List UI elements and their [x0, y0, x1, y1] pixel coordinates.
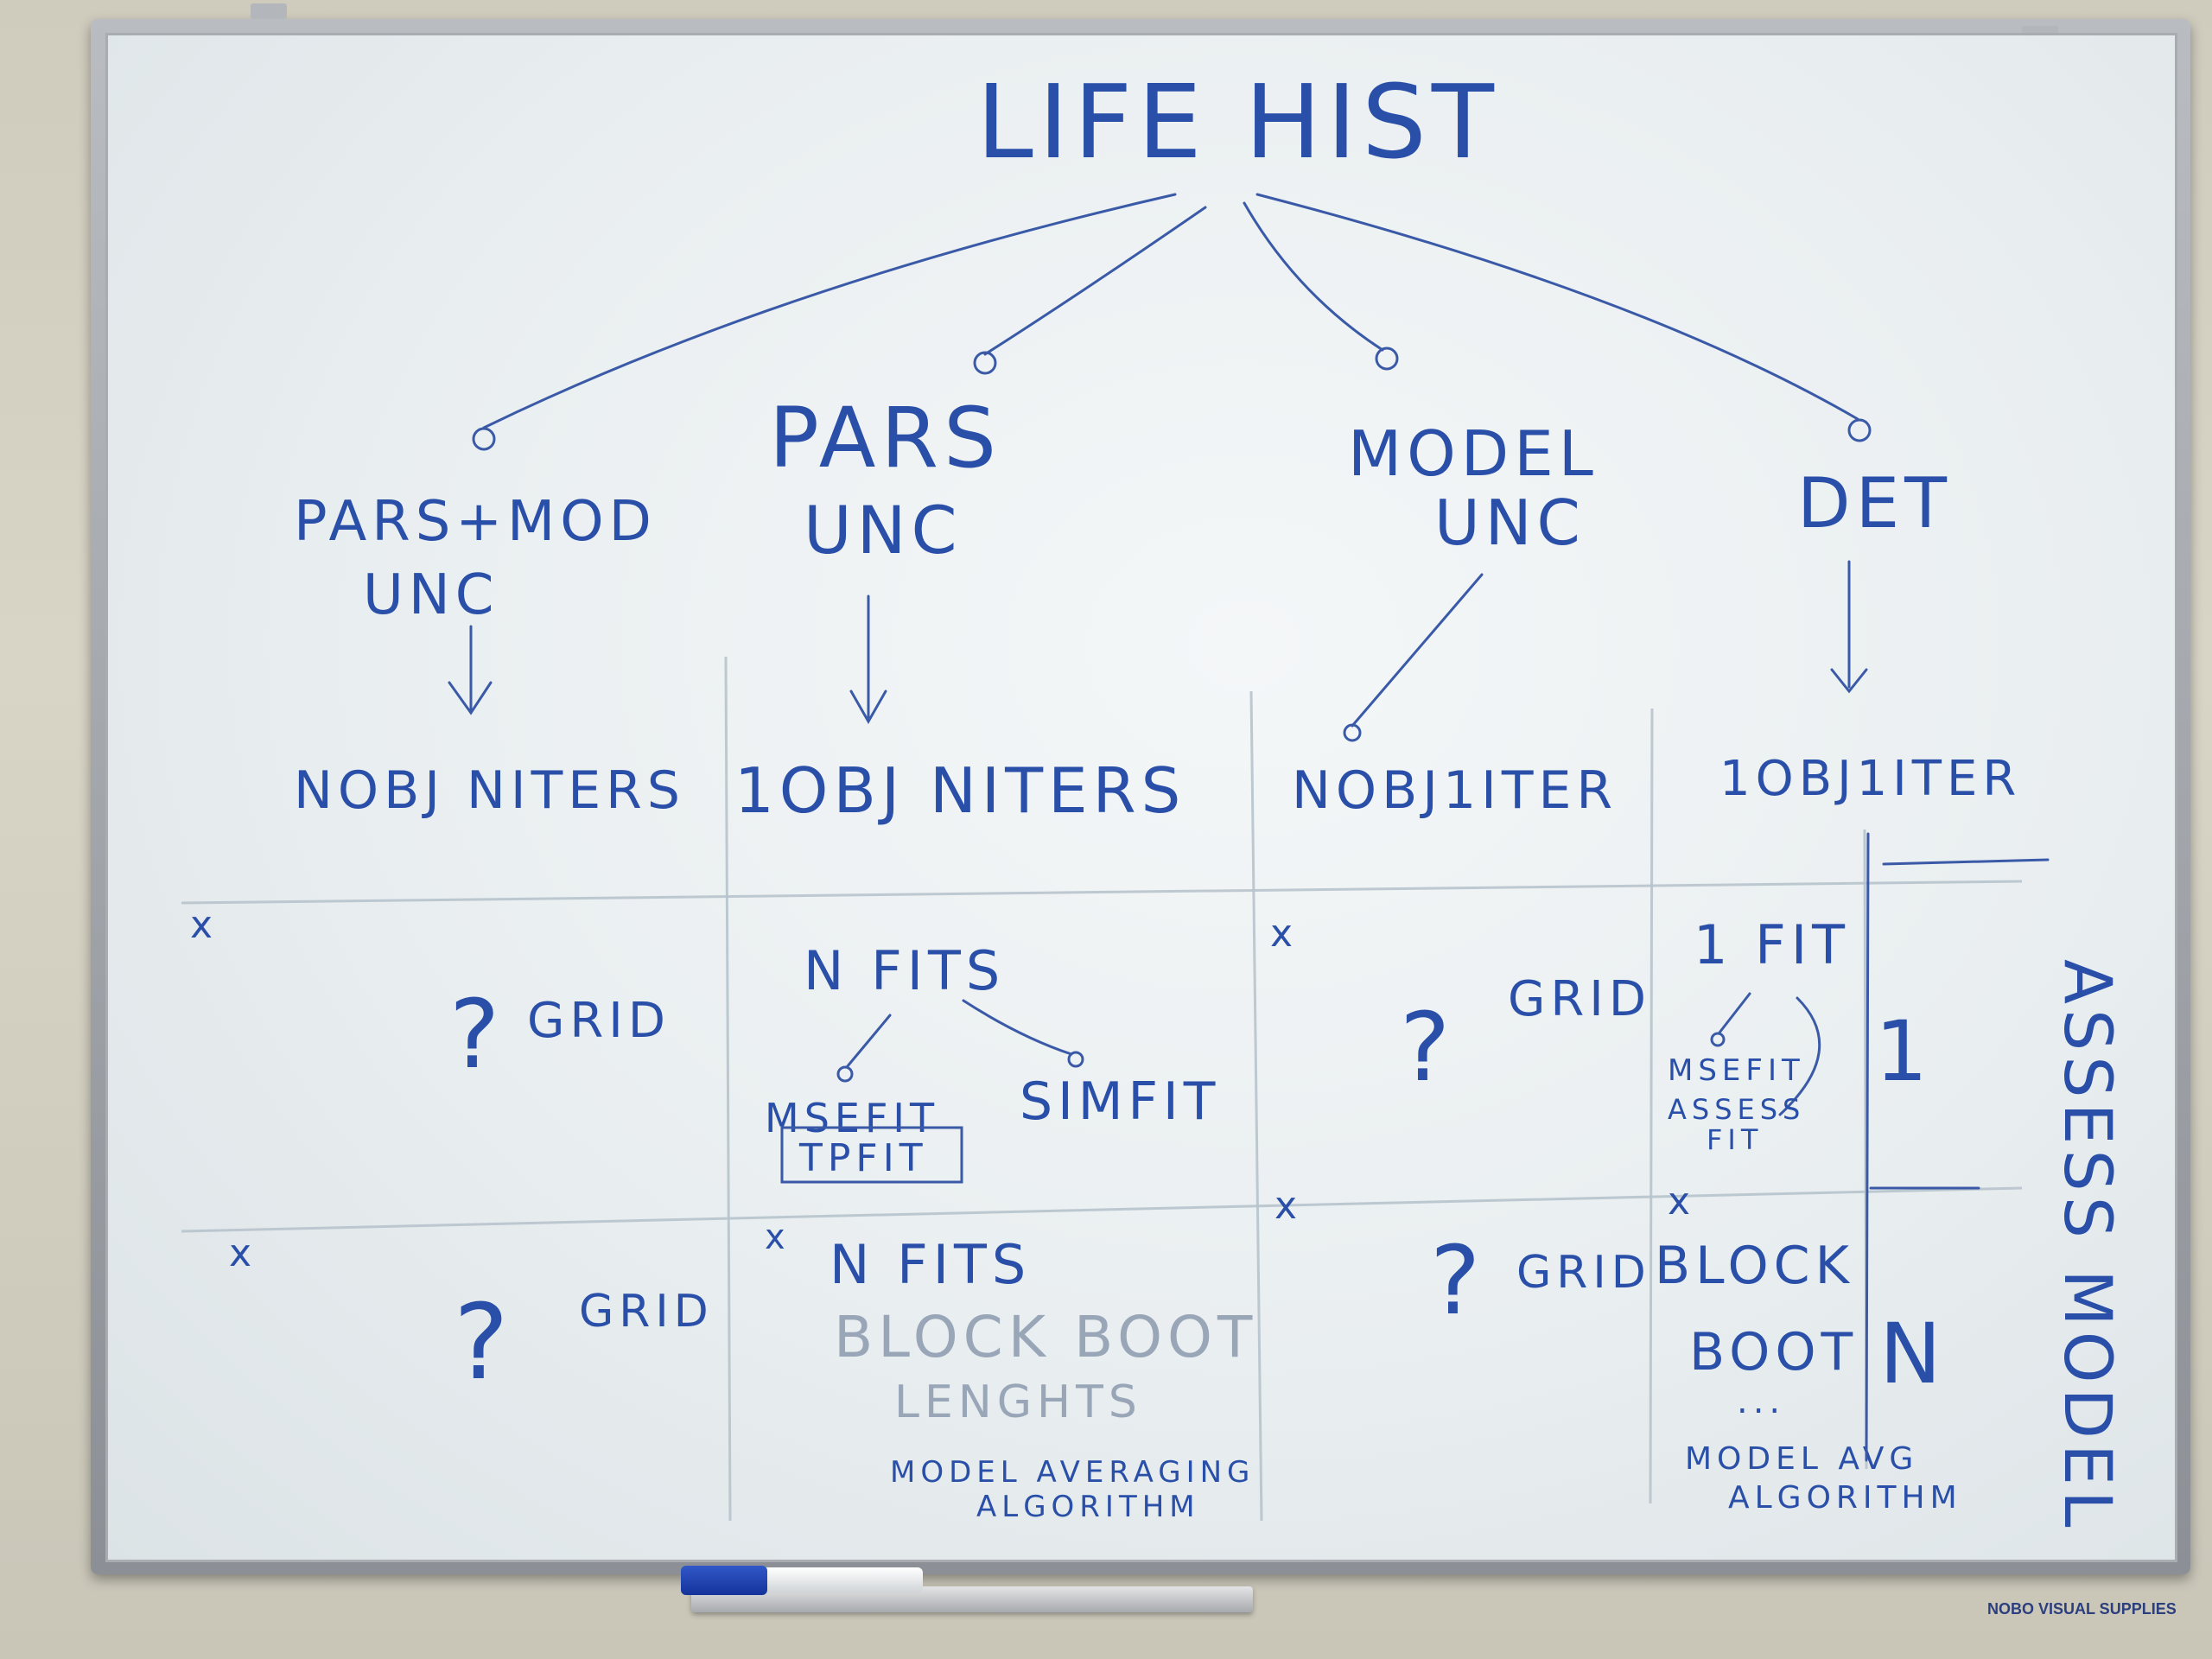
- cross-mark: x: [1668, 1179, 1695, 1224]
- nfits-arrows: [836, 999, 1084, 1083]
- cross-mark: x: [1270, 912, 1298, 956]
- cross-mark: x: [229, 1231, 257, 1275]
- assess-fit-label-2: FIT: [1707, 1123, 1763, 1156]
- grid-label: GRID: [579, 1286, 714, 1338]
- branch-4-title: DET: [1797, 463, 1952, 543]
- root-title: LIFE HIST: [976, 62, 1499, 181]
- msefit-label: MSEFIT: [765, 1095, 939, 1141]
- right-divider-vertical: [1865, 832, 1870, 1462]
- msefit-small-label: MSEFIT: [1668, 1053, 1805, 1088]
- question-mark: ?: [1400, 992, 1455, 1103]
- block-boot-label: BLOCK BOOT: [834, 1304, 1257, 1370]
- assess-arrow: [1778, 996, 1821, 1116]
- model-avg-algorithm-label: ALGORITHM: [1728, 1480, 1962, 1516]
- branch-3-title: MODEL: [1348, 417, 1599, 490]
- tpfit-box: [780, 1126, 963, 1184]
- question-mark: ?: [454, 1283, 514, 1403]
- grid-label: GRID: [1516, 1247, 1651, 1299]
- cross-mark: x: [190, 903, 218, 947]
- obj-3-label: NOBJ1ITER: [1292, 760, 1618, 821]
- one-fit-arrow: [1718, 992, 1751, 1034]
- cross-mark: x: [765, 1217, 791, 1257]
- simfit-label: SIMFIT: [1020, 1071, 1220, 1132]
- one-fit-label: 1 FIT: [1694, 913, 1850, 976]
- count-one: 1: [1875, 1003, 1933, 1100]
- tpfit-label: TPFIT: [798, 1136, 928, 1180]
- grid-label: GRID: [1508, 971, 1651, 1027]
- whiteboard-marker: [681, 1562, 940, 1597]
- nfits-label-2: N FITS: [830, 1233, 1031, 1296]
- obj-4-label: 1OBJ1ITER: [1719, 751, 2021, 807]
- branch-arrows: [448, 560, 1868, 742]
- obj-1-label: NOBJ NITERS: [294, 760, 685, 821]
- model-avg-label: MODEL AVG: [1685, 1441, 1918, 1477]
- branch-2-subtitle: UNC: [804, 492, 963, 569]
- assess-fit-label-1: ASSESS: [1668, 1093, 1805, 1126]
- model-averaging-label: MODEL AVERAGING: [890, 1455, 1255, 1490]
- branch-2-title: PARS: [769, 390, 1001, 486]
- lenghts-label: LENGHTS: [894, 1376, 1142, 1428]
- whiteboard-surface: [105, 33, 2177, 1562]
- obj-2-label: 1OBJ NITERS: [734, 754, 1185, 827]
- ellipsis-label: ...: [1737, 1382, 1785, 1421]
- right-divider: [1882, 858, 2050, 866]
- branch-1-title: PARS+MOD: [294, 490, 657, 554]
- branch-1-subtitle: UNC: [363, 563, 499, 627]
- algorithm-label: ALGORITHM: [976, 1490, 1200, 1524]
- boot-label: BOOT: [1689, 1322, 1858, 1382]
- frame-clip: [251, 3, 287, 19]
- root-arrows: [472, 193, 1872, 451]
- question-mark: ?: [1430, 1225, 1485, 1336]
- block-label: BLOCK: [1655, 1236, 1854, 1296]
- assess-model-label: ASSESS MODEL: [2050, 959, 2126, 1532]
- count-n: N: [1879, 1306, 1947, 1402]
- nfits-label: N FITS: [804, 939, 1005, 1002]
- brand-label: NOBO VISUAL SUPPLIES: [1987, 1600, 2177, 1618]
- marker-cap: [681, 1566, 767, 1595]
- table-grid-lines: [181, 656, 2023, 1522]
- question-mark: ?: [449, 979, 505, 1090]
- cross-mark: x: [1274, 1184, 1302, 1228]
- branch-3-subtitle: UNC: [1434, 486, 1586, 559]
- grid-label: GRID: [527, 993, 671, 1049]
